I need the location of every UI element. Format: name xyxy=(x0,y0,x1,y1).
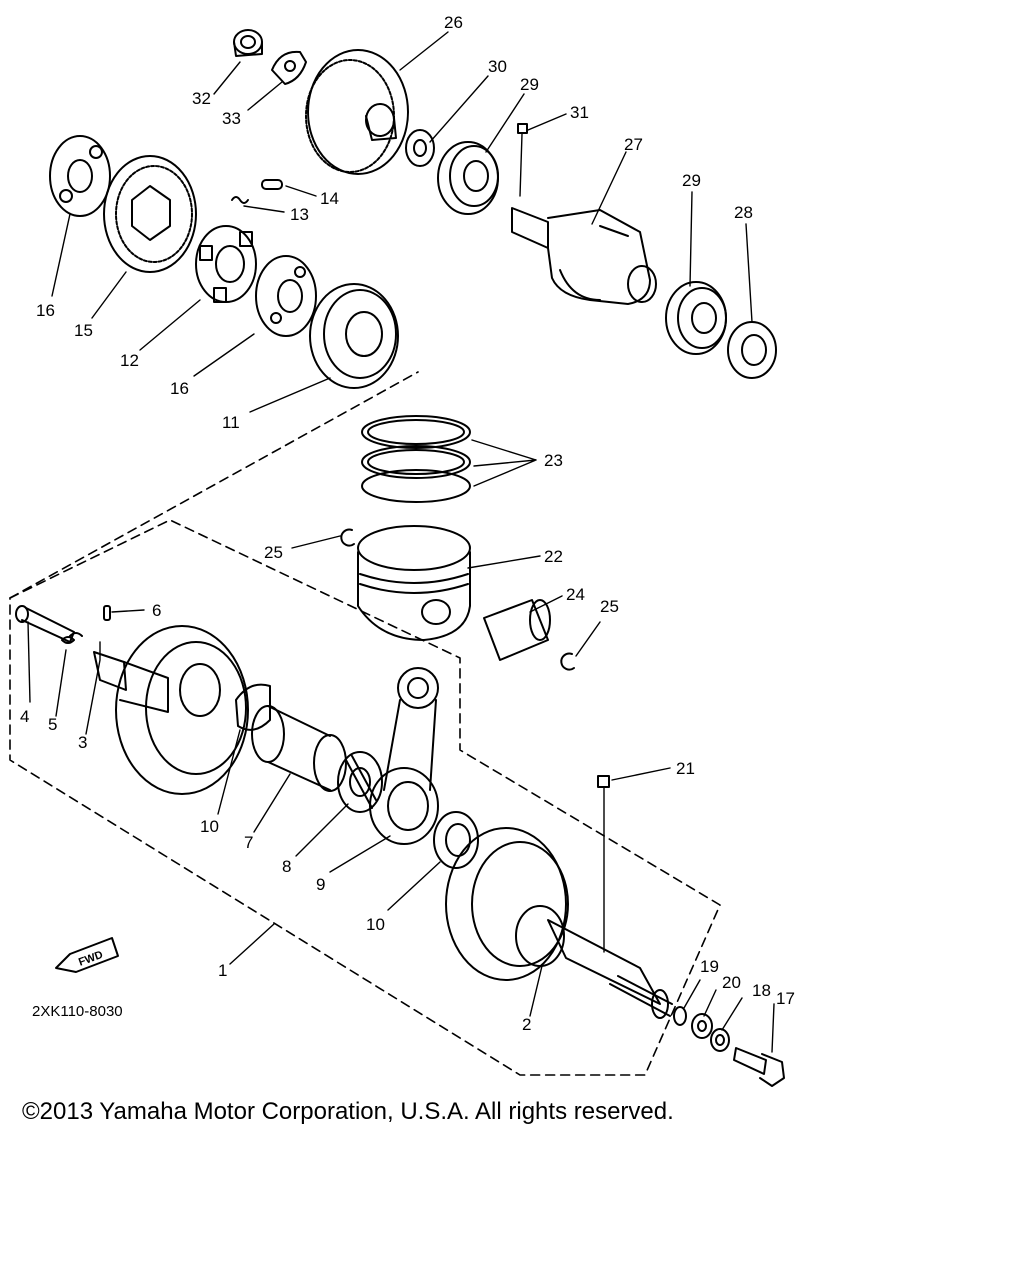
callout-27: 27 xyxy=(624,135,643,154)
piston-pin-clip-25-upper xyxy=(340,528,355,547)
callout-30: 30 xyxy=(488,57,507,76)
callout-32: 32 xyxy=(192,89,211,108)
bearing-11 xyxy=(309,283,399,389)
callout-28: 28 xyxy=(734,203,753,222)
callout-29-upper: 29 xyxy=(520,75,539,94)
crank-right-2 xyxy=(445,827,673,1019)
callout-25-lower: 25 xyxy=(600,597,619,616)
callout-16-left: 16 xyxy=(36,301,55,320)
callout-9: 9 xyxy=(316,875,325,894)
washer-10-right xyxy=(433,811,479,869)
callout-31: 31 xyxy=(570,103,589,122)
callout-2: 2 xyxy=(522,1015,531,1034)
oil-seal-28 xyxy=(727,321,777,379)
washer-18 xyxy=(710,1028,730,1052)
callout-33: 33 xyxy=(222,109,241,128)
callout-14: 14 xyxy=(320,189,339,208)
spring-5 xyxy=(61,632,83,644)
nut-32 xyxy=(233,29,263,57)
callout-11: 11 xyxy=(222,413,240,432)
callout-25-upper: 25 xyxy=(264,543,283,562)
callout-1: 1 xyxy=(218,961,227,980)
callout-10-right: 10 xyxy=(366,915,385,934)
pin-14 xyxy=(261,179,283,190)
spring-13 xyxy=(231,196,249,204)
crank-left-3 xyxy=(93,625,249,795)
callout-12: 12 xyxy=(120,351,139,370)
part-code: 2XK110-8030 xyxy=(32,1003,123,1020)
bearing-29-upper xyxy=(437,141,499,215)
balancer-gear-26 xyxy=(305,49,409,175)
bolt-17 xyxy=(733,1047,785,1087)
callout-13: 13 xyxy=(290,205,309,224)
callout-labels: 26 30 29 31 27 29 28 32 33 14 13 16 15 1… xyxy=(20,13,795,1034)
callout-19: 19 xyxy=(700,957,719,976)
driven-gear-15 xyxy=(103,155,197,273)
pin-6 xyxy=(103,605,111,621)
callout-26: 26 xyxy=(444,13,463,32)
piston-rings-23 xyxy=(361,415,471,503)
callout-16-right: 16 xyxy=(170,379,189,398)
damper-plate-16-right xyxy=(255,255,317,337)
key-31 xyxy=(517,123,528,134)
o-ring-19 xyxy=(673,1006,687,1026)
callout-24: 24 xyxy=(566,585,585,604)
callout-15: 15 xyxy=(74,321,93,340)
callout-17: 17 xyxy=(776,989,795,1008)
callout-22: 22 xyxy=(544,547,563,566)
callout-20: 20 xyxy=(722,973,741,992)
callout-21: 21 xyxy=(676,759,695,778)
piston-22 xyxy=(357,525,471,641)
callout-18: 18 xyxy=(752,981,771,1000)
lock-washer-33 xyxy=(271,50,307,85)
callout-4: 4 xyxy=(20,707,29,726)
bolt-4 xyxy=(15,605,75,643)
fwd-arrow-icon xyxy=(55,937,119,973)
callout-6: 6 xyxy=(152,601,161,620)
needle-bearing-8 xyxy=(337,751,383,813)
washer-20 xyxy=(691,1013,713,1039)
callout-8: 8 xyxy=(282,857,291,876)
assembly-outline-balancer-link xyxy=(9,371,419,599)
damper-plate-16-left xyxy=(49,135,111,217)
connecting-rod-9 xyxy=(369,667,439,845)
callout-10-left: 10 xyxy=(200,817,219,836)
callout-29-right: 29 xyxy=(682,171,701,190)
buffer-boss-12 xyxy=(195,225,257,303)
crank-pin-7 xyxy=(251,705,347,792)
piston-pin-clip-25-lower xyxy=(560,652,575,671)
callout-23: 23 xyxy=(544,451,563,470)
callout-3: 3 xyxy=(78,733,87,752)
callout-5: 5 xyxy=(48,715,57,734)
key-21 xyxy=(597,775,610,788)
bearing-29-right xyxy=(665,281,727,355)
callout-7: 7 xyxy=(244,833,253,852)
washer-10-left xyxy=(235,683,271,731)
balancer-shaft-27 xyxy=(511,207,657,305)
piston-pin-24 xyxy=(483,599,551,661)
copyright-notice: ©2013 Yamaha Motor Corporation, U.S.A. A… xyxy=(22,1098,674,1125)
washer-30 xyxy=(405,129,435,167)
leader-lines xyxy=(27,31,775,1053)
assembly-outline-crank xyxy=(9,519,721,1076)
